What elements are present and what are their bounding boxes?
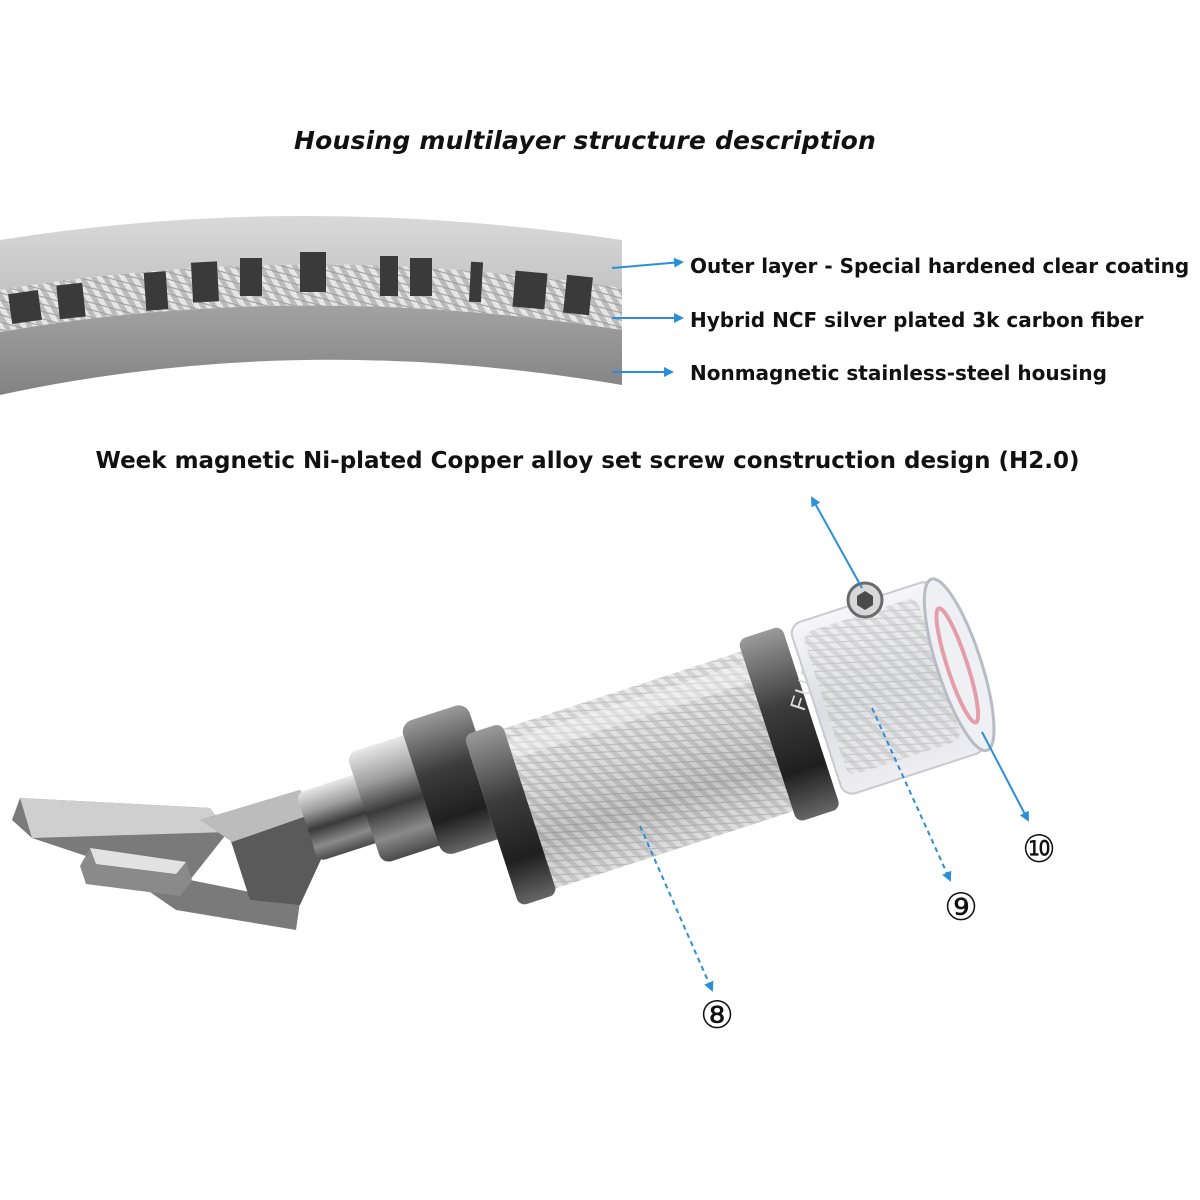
callout-8: ⑧ xyxy=(700,993,735,1037)
callout-9-arrow xyxy=(871,707,952,882)
steel-layer-label: Nonmagnetic stainless-steel housing xyxy=(690,361,1107,385)
callout-10-arrow xyxy=(981,731,1029,822)
stainless-steel-layer xyxy=(0,305,622,395)
page-title: Housing multilayer structure description xyxy=(294,126,876,155)
outer-layer-arrow xyxy=(611,257,684,269)
set-screw-arrow xyxy=(811,496,863,589)
construction-title: Week magnetic Ni-plated Copper alloy set… xyxy=(95,448,1080,474)
callout-9: ⑨ xyxy=(944,885,979,929)
rear-metal-body xyxy=(298,705,507,862)
set-screw xyxy=(846,581,884,619)
carbon-layer-label: Hybrid NCF silver plated 3k carbon fiber xyxy=(690,308,1144,332)
carbon-body xyxy=(465,627,839,905)
outer-layer-label: Outer layer - Special hardened clear coa… xyxy=(690,254,1190,278)
spade-fork xyxy=(12,790,330,930)
spade-connector-illustration: FURU xyxy=(12,577,996,930)
carbon-fiber-tows xyxy=(8,252,593,324)
clear-front-section xyxy=(790,577,996,795)
callout-10: ⑩ xyxy=(1022,827,1057,871)
callout-8-arrow xyxy=(639,825,714,992)
